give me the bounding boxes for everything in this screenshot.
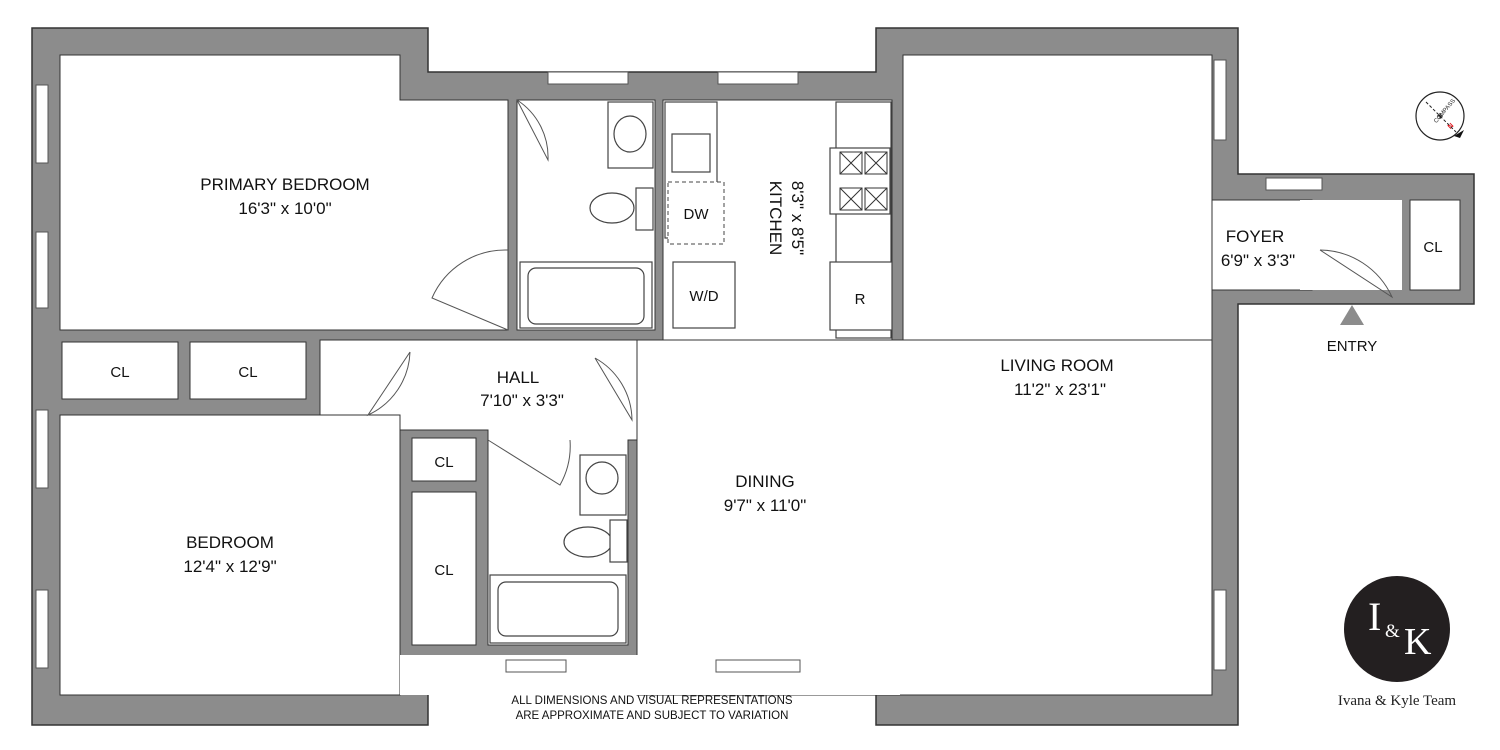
hall-name: HALL — [497, 368, 540, 387]
dining-dims: 9'7" x 11'0" — [724, 496, 807, 515]
closet-label: CL — [1423, 239, 1442, 256]
room-interiors — [59, 54, 1461, 696]
closet-label: CL — [238, 364, 257, 381]
hall-dims: 7'10" x 3'3" — [480, 391, 564, 410]
compass-north: N — [1447, 122, 1456, 131]
washer-dryer-label: W/D — [689, 288, 718, 305]
primary-bedroom-dims: 16'3" x 10'0" — [238, 199, 331, 218]
disclaimer-line-2: ARE APPROXIMATE AND SUBJECT TO VARIATION — [516, 710, 789, 722]
kitchen-dims: 8'3" x 8'5" — [788, 181, 807, 255]
primary-bedroom-name: PRIMARY BEDROOM — [200, 175, 369, 194]
ivana-kyle-logo: I & K Ivana & Kyle Team — [1338, 576, 1457, 709]
closet-label: CL — [434, 562, 453, 579]
logo-i: I — [1368, 594, 1381, 639]
windows — [35, 59, 1323, 673]
dishwasher-label: DW — [684, 206, 710, 223]
entry-label: ENTRY — [1327, 338, 1378, 355]
disclaimer-line-1: ALL DIMENSIONS AND VISUAL REPRESENTATION… — [511, 695, 793, 707]
compass-icon: COMPASS N — [1415, 91, 1465, 141]
foyer-dims: 6'9" x 3'3" — [1221, 251, 1295, 270]
logo-amp: & — [1385, 621, 1400, 642]
foyer-name: FOYER — [1226, 227, 1285, 246]
living-room-name: LIVING ROOM — [1000, 356, 1113, 375]
fixtures — [489, 101, 893, 644]
team-name: Ivana & Kyle Team — [1338, 693, 1457, 709]
closet-label: CL — [434, 454, 453, 471]
kitchen-name: KITCHEN — [766, 181, 785, 256]
living-room-dims: 11'2" x 23'1" — [1014, 380, 1106, 399]
entry-arrow-icon — [1340, 305, 1364, 325]
refrigerator-label: R — [855, 291, 866, 308]
bedroom-name: BEDROOM — [186, 533, 274, 552]
logo-k: K — [1404, 621, 1432, 663]
dining-name: DINING — [735, 472, 795, 491]
closet-label: CL — [110, 364, 129, 381]
bedroom-dims: 12'4" x 12'9" — [183, 557, 276, 576]
door-swings — [366, 99, 1394, 486]
